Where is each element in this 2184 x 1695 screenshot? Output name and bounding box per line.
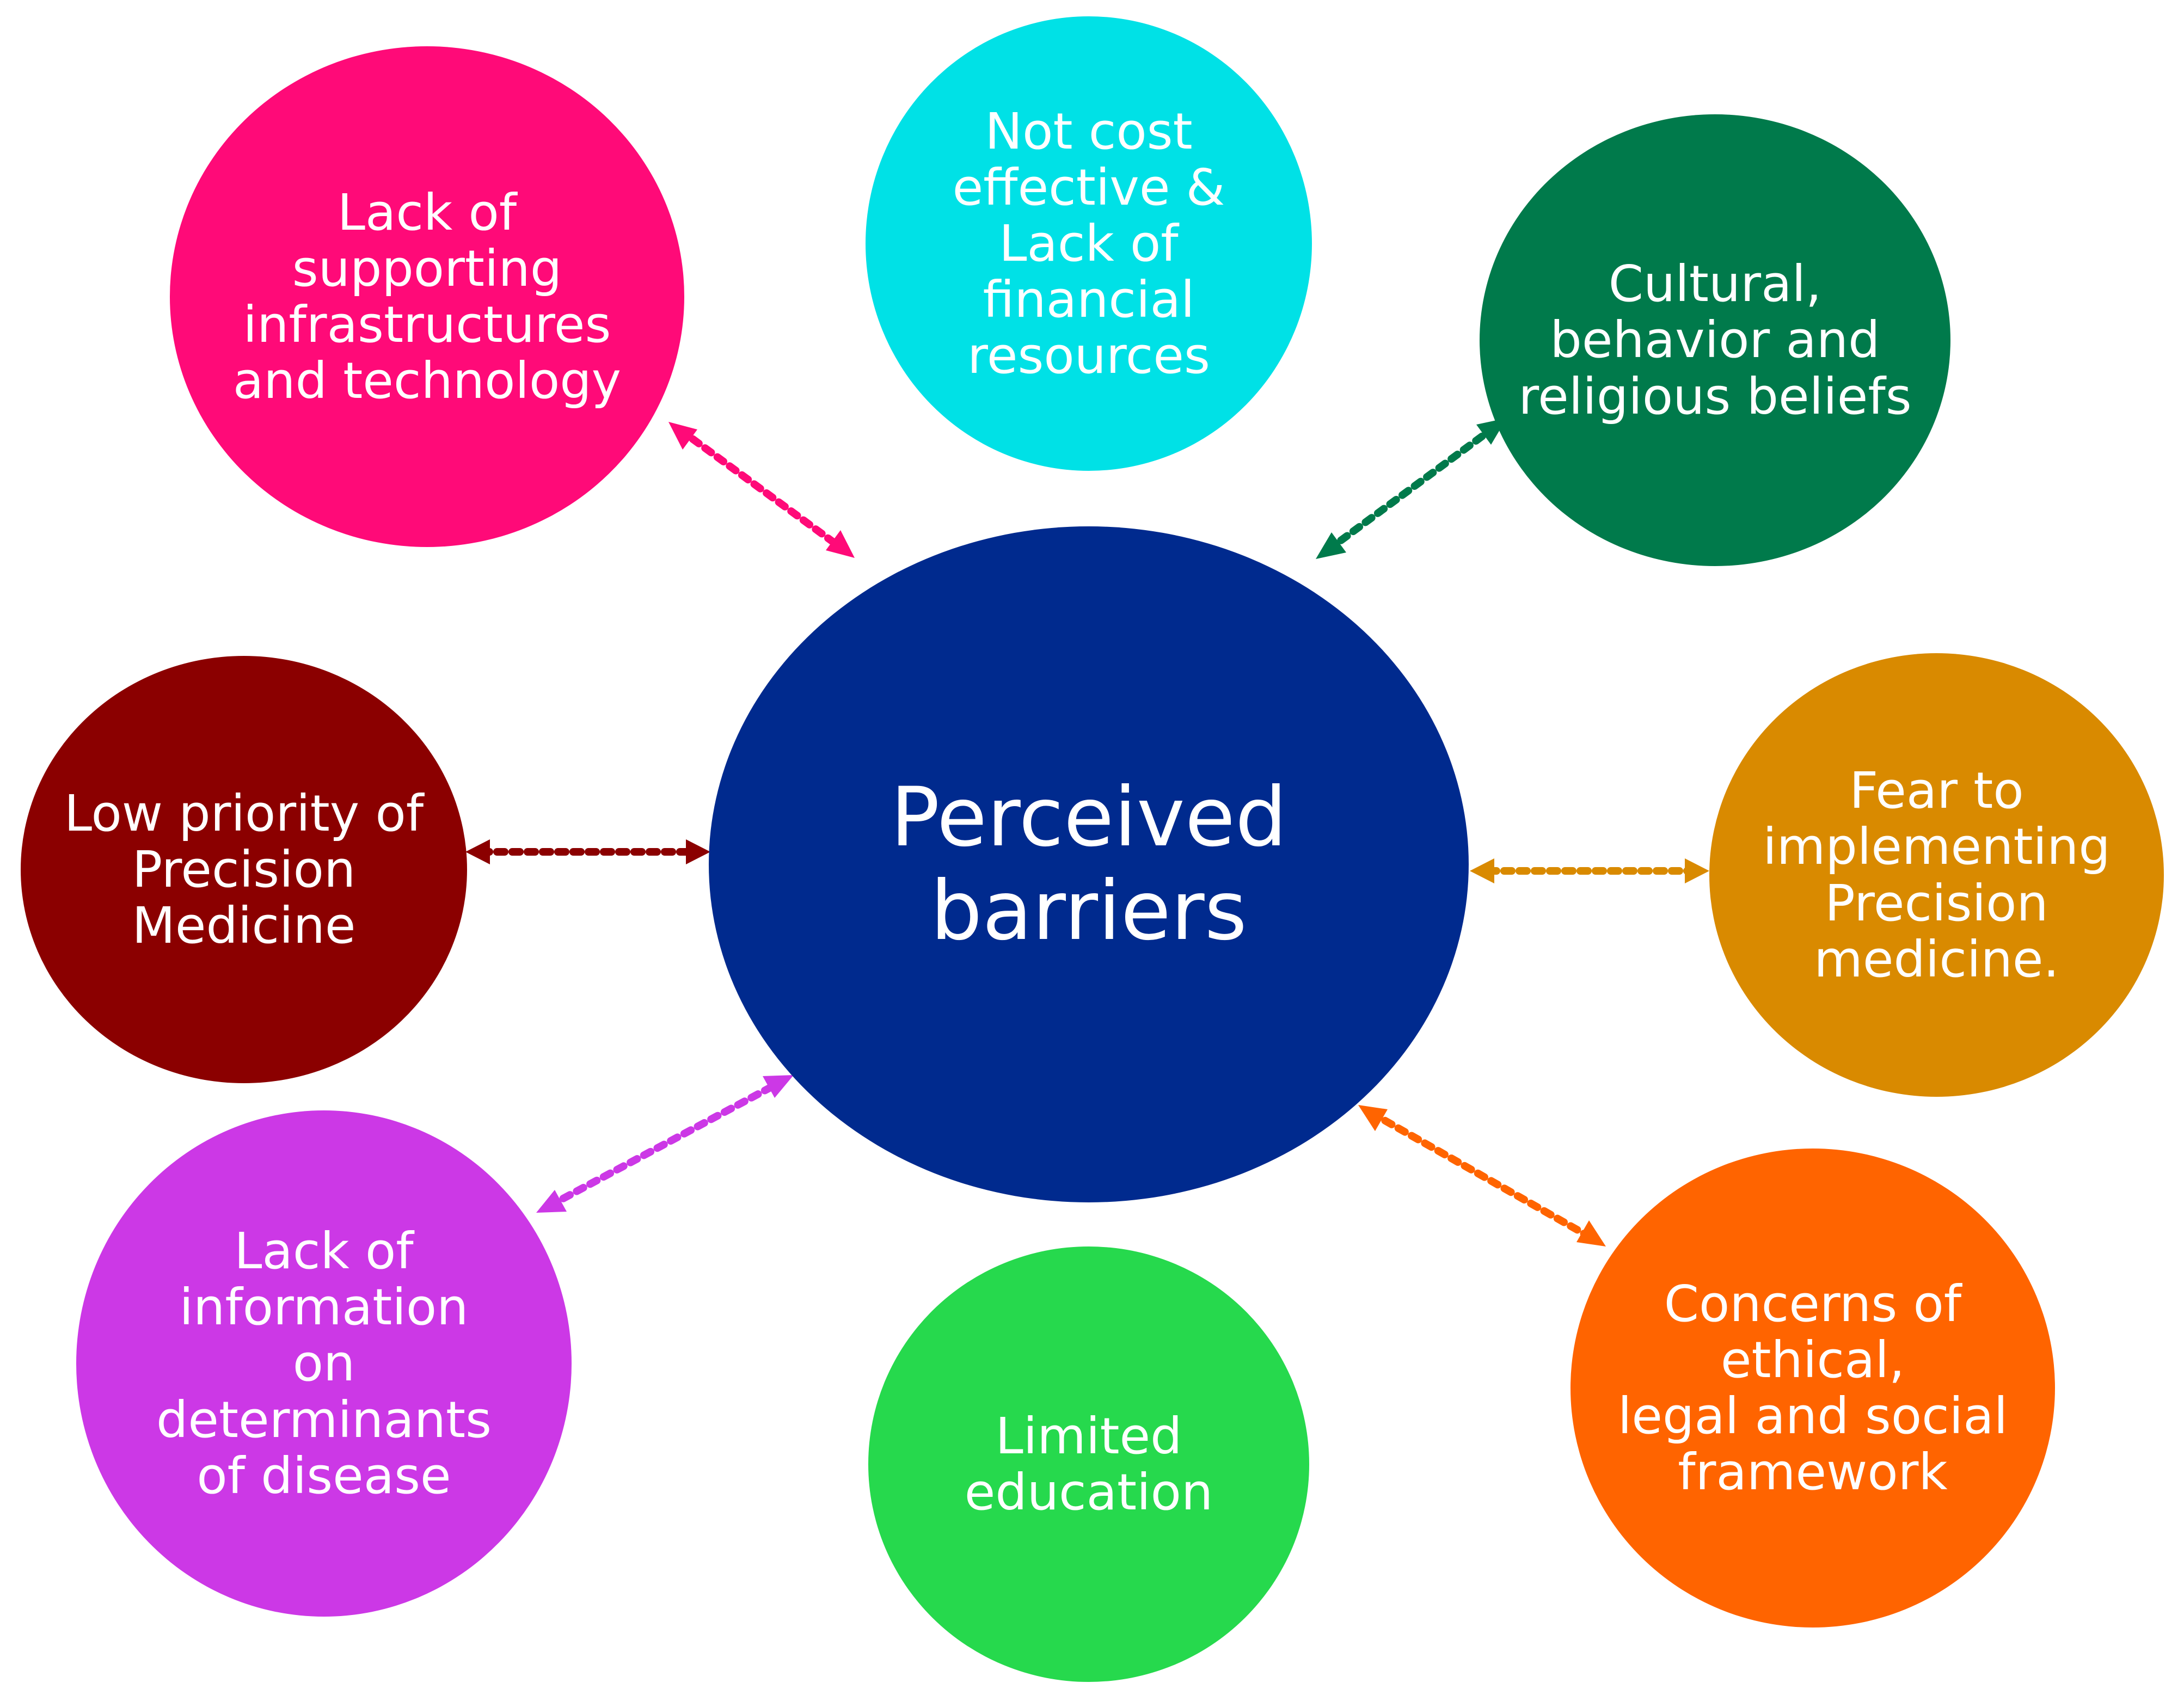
barrier-node-fear: Fear to implementing Precision medicine. <box>1709 653 2164 1097</box>
arrowhead-outer <box>465 839 490 864</box>
connector-low-priority <box>465 839 710 864</box>
arrowhead-outer <box>536 1190 567 1213</box>
connector-line <box>677 426 848 554</box>
barrier-label-infrastructure: Lack of supporting infrastructures and t… <box>232 183 622 410</box>
barrier-label-ethical: Concerns of ethical, legal and social fr… <box>1617 1274 2008 1502</box>
arrowhead-outer <box>668 422 697 450</box>
arrowhead-inner <box>1470 858 1494 883</box>
central-node-label: Perceived barriers <box>890 770 1287 959</box>
connector-line <box>1368 1109 1596 1242</box>
barrier-label-cost: Not cost effective & Lack of financial r… <box>952 102 1225 385</box>
central-node-perceived-barriers: Perceived barriers <box>709 526 1469 1202</box>
arrowhead-inner <box>763 1075 794 1098</box>
barrier-node-infrastructure: Lack of supporting infrastructures and t… <box>170 46 684 547</box>
barrier-node-education: Limited education <box>868 1246 1309 1682</box>
connector-line <box>546 1079 782 1209</box>
barrier-label-cultural: Cultural, behavior and religious beliefs <box>1518 255 1912 426</box>
barrier-label-low-priority: Low priority of Precision Medicine <box>64 784 424 955</box>
connector-fear <box>1470 858 1709 883</box>
connector-ethical <box>1358 1105 1606 1246</box>
barrier-node-low-priority: Low priority of Precision Medicine <box>21 656 467 1083</box>
arrowhead-inner <box>1358 1105 1388 1131</box>
arrowhead-inner <box>826 530 855 558</box>
barrier-node-ethical: Concerns of ethical, legal and social fr… <box>1570 1149 2055 1628</box>
connector-information <box>536 1075 794 1213</box>
barrier-node-information: Lack of information on determinants of d… <box>76 1110 572 1617</box>
barrier-node-cost: Not cost effective & Lack of financial r… <box>866 16 1312 471</box>
arrowhead-inner <box>1316 532 1346 559</box>
arrowhead-inner <box>686 839 710 864</box>
connector-cultural <box>1316 418 1507 559</box>
arrowhead-outer <box>1685 858 1709 883</box>
connector-line <box>1324 423 1498 554</box>
connector-infrastructure <box>668 422 855 558</box>
barrier-label-education: Limited education <box>964 1407 1213 1521</box>
arrowhead-outer <box>1576 1220 1606 1246</box>
barrier-label-fear: Fear to implementing Precision medicine. <box>1763 761 2111 988</box>
barrier-node-cultural: Cultural, behavior and religious beliefs <box>1480 114 1950 566</box>
barrier-label-information: Lack of information on determinants of d… <box>156 1222 492 1505</box>
